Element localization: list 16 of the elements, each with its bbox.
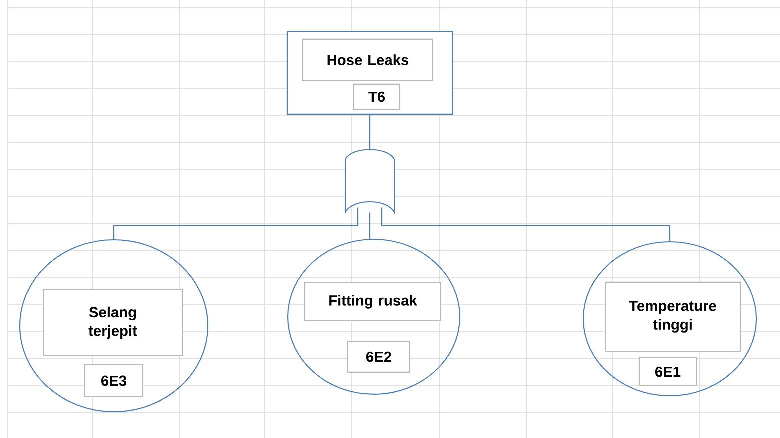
text-box: 6E2 [347,340,411,373]
text-box: 6E1 [638,357,698,387]
text-box: T6 [353,84,401,110]
connector-line [113,208,359,240]
text-box: Fitting rusak [304,282,442,322]
connector-line [369,212,371,239]
text-box: 6E3 [84,364,144,398]
text-box: Selang terjepit [43,289,183,357]
connector-line [381,208,671,242]
text-box: Temperature tinggi [605,282,741,352]
event-circle [582,241,758,397]
event-circle [287,239,461,395]
event-circle [19,239,209,413]
text-box: Hose Leaks [302,38,434,82]
or-gate [344,149,396,214]
connector-line [369,115,371,150]
